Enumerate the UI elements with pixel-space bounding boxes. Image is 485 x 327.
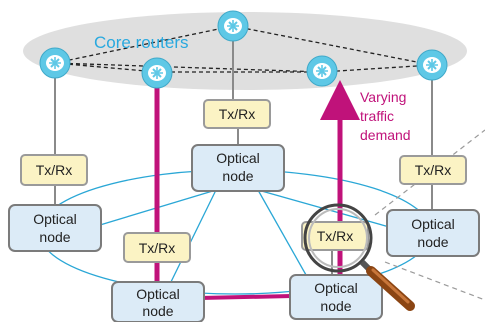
core-mesh (54, 25, 433, 73)
svg-text:Tx/Rx: Tx/Rx (36, 162, 73, 178)
svg-text:Optical: Optical (33, 211, 77, 227)
txrx-box: Tx/Rx (399, 155, 467, 185)
svg-text:Tx/Rx: Tx/Rx (139, 240, 176, 256)
router-icon (217, 10, 249, 42)
core-routers-label: Core routers (94, 33, 188, 52)
varying-label-line1: Varying (360, 89, 406, 105)
txrx-box: Tx/Rx (123, 232, 191, 263)
txrx-box: Tx/Rx (203, 99, 271, 129)
router-icon (306, 55, 338, 87)
optical-node: Optical node (289, 274, 383, 320)
router-icon (39, 47, 71, 79)
magnifying-glass-icon (303, 203, 415, 311)
svg-text:node: node (320, 298, 351, 314)
router-icon (141, 57, 173, 89)
svg-text:Optical: Optical (136, 286, 180, 302)
optical-node: Optical node (8, 204, 102, 252)
router-icon (416, 49, 448, 81)
varying-label-line3: demand (360, 127, 411, 143)
svg-text:Optical: Optical (216, 150, 260, 166)
svg-text:Tx/Rx: Tx/Rx (219, 106, 256, 122)
svg-text:Tx/Rx: Tx/Rx (415, 162, 452, 178)
varying-label-line2: traffic (360, 108, 394, 124)
svg-text:node: node (222, 168, 253, 184)
optical-node: Optical node (191, 144, 285, 192)
svg-text:Optical: Optical (314, 280, 358, 296)
svg-text:node: node (417, 234, 448, 250)
svg-text:Tx/Rx: Tx/Rx (317, 228, 354, 244)
svg-text:Optical: Optical (411, 216, 455, 232)
svg-text:node: node (39, 229, 70, 245)
txrx-box: Tx/Rx (301, 221, 369, 251)
txrx-box: Tx/Rx (20, 154, 88, 186)
svg-text:node: node (142, 303, 173, 319)
optical-node: Optical node (386, 209, 480, 257)
optical-node: Optical node (111, 281, 205, 323)
